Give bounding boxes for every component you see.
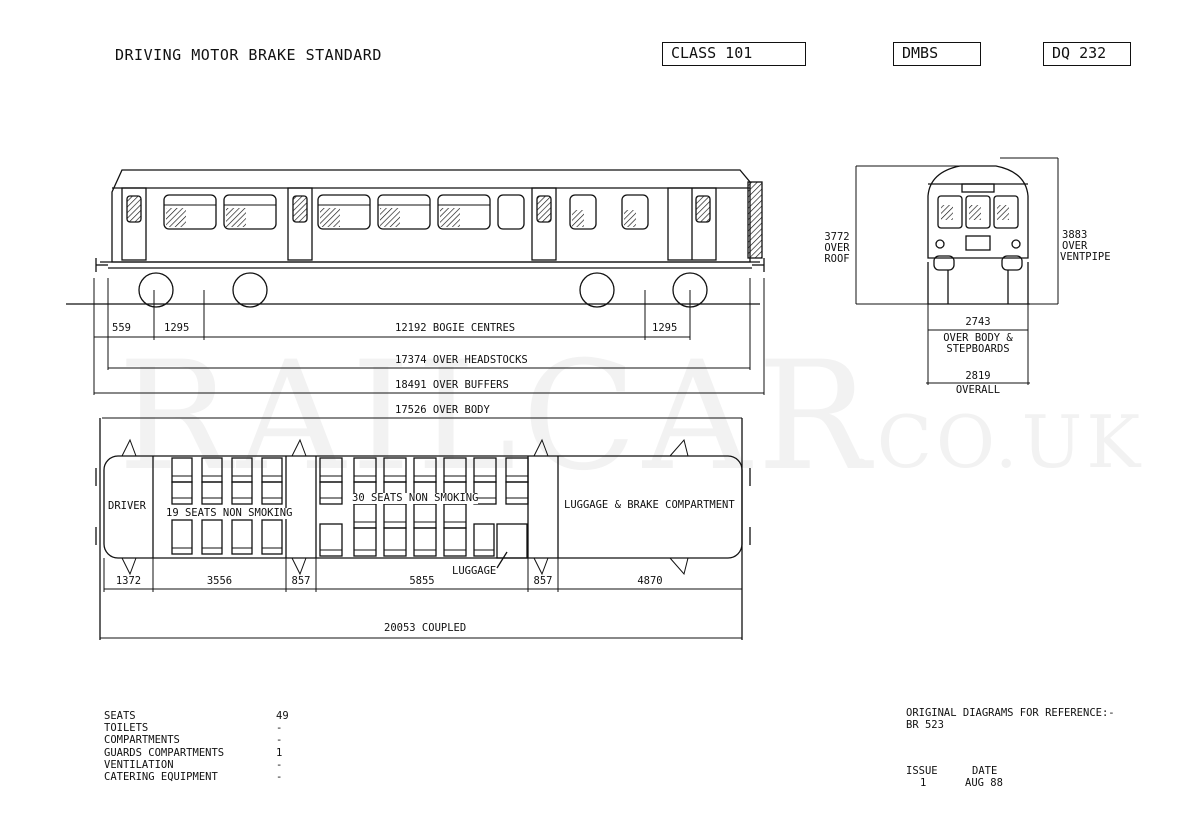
- label-luggage-brake: LUGGAGE & BRAKE COMPARTMENT: [564, 499, 735, 511]
- stat-value: -: [276, 758, 283, 771]
- type-code-box: DMBS: [893, 42, 981, 66]
- width-body-label: OVER BODY & STEPBOARDS: [943, 332, 1013, 355]
- plan-dim-2: 3556: [206, 575, 233, 587]
- dim-over-body: 17526 OVER BODY: [395, 404, 490, 416]
- diagram-title: DRIVING MOTOR BRAKE STANDARD: [115, 46, 382, 64]
- seat: [201, 457, 223, 483]
- seat: [383, 503, 407, 529]
- plan-dim-3: 857: [291, 575, 311, 587]
- side-elevation: [66, 169, 765, 419]
- width-overall: 2819: [965, 370, 991, 382]
- issue-label: ISSUE: [906, 765, 938, 777]
- class-box: CLASS 101: [662, 42, 806, 66]
- seat: [505, 481, 529, 505]
- reference-code: BR 523: [906, 719, 944, 732]
- height-over-roof: 3772 OVER ROOF: [824, 231, 850, 265]
- dim-headstocks: 17374 OVER HEADSTOCKS: [395, 354, 528, 366]
- seat: [443, 503, 467, 529]
- seat: [171, 457, 193, 483]
- width-body: 2743: [965, 316, 991, 328]
- dim-coupled: 20053 COUPLED: [384, 622, 467, 634]
- plan-dim-6: 4870: [637, 575, 663, 587]
- seat: [353, 503, 377, 529]
- stat-label: VENTILATION: [104, 758, 174, 771]
- reference-block: ORIGINAL DIAGRAMS FOR REFERENCE:- BR 523: [906, 707, 1115, 731]
- stat-value: -: [276, 722, 283, 735]
- seat: [413, 457, 437, 483]
- height-over-ventpipe: 3883 OVER VENTPIPE: [1060, 229, 1111, 263]
- dim-1295-right: 1295: [652, 322, 678, 334]
- plan-dim-1: 1372: [115, 575, 142, 587]
- seat: [383, 457, 407, 483]
- seat: [443, 457, 467, 483]
- seat: [171, 481, 193, 505]
- date-label: DATE: [972, 765, 998, 777]
- seat: [353, 457, 377, 483]
- seat: [231, 481, 253, 505]
- seat: [383, 527, 407, 557]
- stat-value: 49: [276, 710, 289, 722]
- stat-value: -: [276, 734, 283, 747]
- seat: [473, 523, 495, 557]
- dim-buffers: 18491 OVER BUFFERS: [395, 379, 509, 391]
- seat: [201, 481, 223, 505]
- end-elevation: [855, 157, 1059, 385]
- seat: [171, 519, 193, 555]
- plan-dim-4: 5855: [409, 575, 435, 587]
- plan-dim-5: 857: [533, 575, 553, 587]
- seat: [261, 519, 283, 555]
- label-30-seats: 30 SEATS NON SMOKING: [352, 492, 479, 504]
- seat: [353, 527, 377, 557]
- date-value: AUG 88: [965, 777, 1003, 789]
- seat: [231, 457, 253, 483]
- width-overall-label: OVERALL: [955, 384, 1001, 396]
- seat: [413, 503, 437, 529]
- stat-value: 1: [276, 746, 283, 759]
- issue-value: 1: [920, 777, 927, 789]
- stat-label: GUARDS COMPARTMENTS: [104, 746, 225, 759]
- dim-559: 559: [112, 322, 131, 334]
- seat: [201, 519, 223, 555]
- seat: [261, 481, 283, 505]
- plan-view: [95, 418, 751, 640]
- watermark-railcar: RAILCAR: [118, 330, 877, 504]
- seat: [319, 523, 343, 557]
- watermark-suffix: .CO.UK: [850, 400, 1145, 484]
- seat: [319, 481, 343, 505]
- stat-label: TOILETS: [104, 722, 149, 735]
- diagram-code-box: DQ 232: [1043, 42, 1131, 66]
- seat: [505, 457, 529, 483]
- dim-1295-left: 1295: [164, 322, 190, 334]
- seat: [473, 457, 497, 483]
- dim-bogie-centres: 12192 BOGIE CENTRES: [395, 322, 516, 334]
- stat-label: CATERING EQUIPMENT: [104, 771, 218, 784]
- seat: [231, 519, 253, 555]
- reference-title: ORIGINAL DIAGRAMS FOR REFERENCE:-: [906, 707, 1115, 719]
- label-luggage: LUGGAGE: [452, 565, 497, 577]
- stats-labels: SEATS TOILETS COMPARTMENTS GUARDS COMPAR…: [104, 710, 224, 783]
- label-19-seats: 19 SEATS NON SMOKING: [166, 507, 293, 519]
- stats-values: 49 - - 1 - -: [276, 710, 289, 783]
- seat: [413, 527, 437, 557]
- label-driver: DRIVER: [108, 500, 146, 512]
- seat: [319, 457, 343, 483]
- stat-label: SEATS: [104, 710, 136, 722]
- seat: [261, 457, 283, 483]
- seat: [443, 527, 467, 557]
- stat-label: COMPARTMENTS: [104, 734, 180, 747]
- stat-value: -: [276, 771, 283, 784]
